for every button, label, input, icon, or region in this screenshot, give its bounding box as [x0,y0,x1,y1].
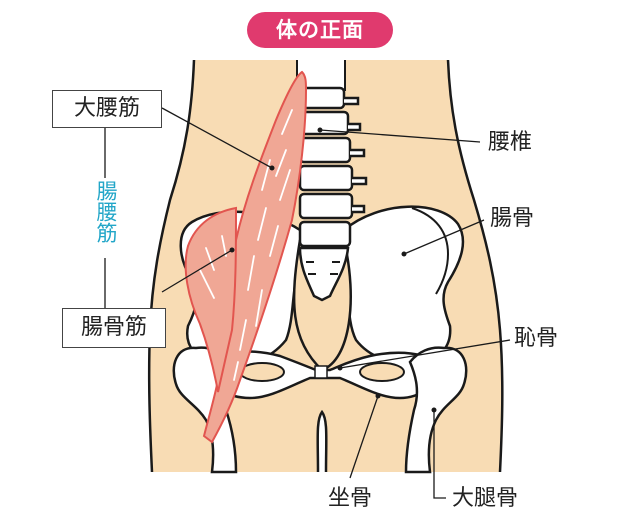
label-ilium: 腸骨 [490,206,535,231]
label-ischium: 坐骨 [328,486,373,511]
lumbar-vertebrae [298,86,368,248]
label-iliacus: 腸骨筋 [62,308,166,348]
label-lumbar-vertebrae: 腰椎 [488,130,533,155]
ilium-right [339,205,465,365]
iliacus-muscle [184,206,238,393]
label-iliopsoas: 腸腰筋 [94,180,118,243]
title-badge: 体の正面 [247,12,393,48]
label-psoas-major: 大腰筋 [52,90,162,128]
label-femur: 大腿骨 [452,486,519,511]
label-pubis: 恥骨 [514,326,559,351]
